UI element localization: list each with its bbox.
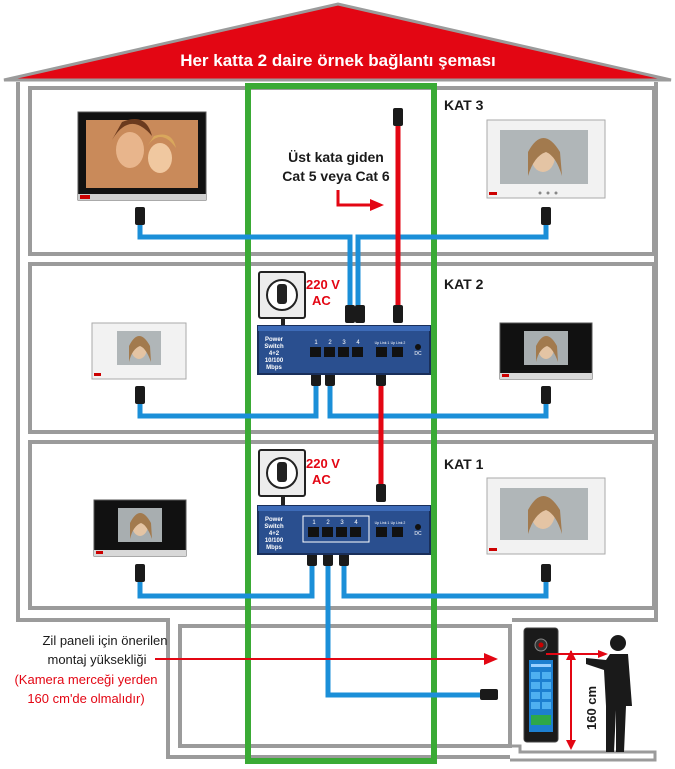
svg-text:3: 3 xyxy=(342,340,346,346)
cable-kat3-left xyxy=(137,220,353,310)
svg-text:10/100: 10/100 xyxy=(265,358,284,364)
door-panel-note-l1: Zil paneli için önerilen xyxy=(42,633,167,648)
svg-text:Mbps: Mbps xyxy=(266,545,282,551)
upper-cable-note-l2: Cat 5 veya Cat 6 xyxy=(282,168,390,184)
monitor-kat2-left xyxy=(91,322,187,380)
monitor-kat2-right xyxy=(499,322,593,380)
svg-text:Switch: Switch xyxy=(264,524,284,530)
monitor-kat1-left xyxy=(93,499,187,557)
rj45-connector xyxy=(135,386,145,404)
svg-text:Up Link 2: Up Link 2 xyxy=(391,341,406,345)
door-entry-panel xyxy=(523,627,559,743)
floor-label-kat1: KAT 1 xyxy=(444,456,484,472)
rj45-connector xyxy=(541,386,551,404)
cable-kat1-right xyxy=(341,556,549,599)
ground-floor xyxy=(178,624,512,748)
power-label-kat2-l1: 220 V xyxy=(306,277,340,292)
rj45-connector xyxy=(355,305,365,323)
power-socket-kat2 xyxy=(258,271,306,319)
door-panel-note-l4: 160 cm'de olmalıdır) xyxy=(27,691,144,706)
svg-text:DC: DC xyxy=(414,351,422,357)
monitor-kat3-right xyxy=(486,119,606,199)
entrance-steps xyxy=(510,744,657,762)
svg-text:Switch: Switch xyxy=(264,344,284,350)
person-silhouette-icon xyxy=(586,635,632,752)
rj45-connector xyxy=(345,305,355,323)
upper-cable-note-l1: Üst kata giden xyxy=(288,149,384,165)
building-outline-right xyxy=(512,82,658,622)
cable-kat2-right xyxy=(327,376,549,419)
svg-text:10/100: 10/100 xyxy=(265,538,284,544)
rj45-connector xyxy=(135,207,145,225)
cable-kat2-left xyxy=(137,376,319,419)
power-socket-kat1 xyxy=(258,449,306,497)
rj45-connector xyxy=(541,564,551,582)
rj45-connector xyxy=(480,689,498,700)
floor-label-kat3: KAT 3 xyxy=(444,97,484,113)
height-label: 160 cm xyxy=(584,686,599,730)
cable-door-panel xyxy=(325,556,482,698)
svg-text:Up Link 1: Up Link 1 xyxy=(375,521,390,525)
power-label-kat1-l1: 220 V xyxy=(306,456,340,471)
rj45-connector xyxy=(376,484,386,502)
network-switch-kat2: Power Switch 4+2 10/100 Mbps 1 2 3 4 Up … xyxy=(257,325,431,375)
svg-text:Mbps: Mbps xyxy=(266,365,282,371)
roof xyxy=(3,2,672,82)
svg-text:Up Link 1: Up Link 1 xyxy=(375,341,390,345)
floor-1 xyxy=(28,440,656,610)
svg-text:4: 4 xyxy=(354,520,358,526)
monitor-kat1-right xyxy=(486,477,606,555)
rj45-connector xyxy=(541,207,551,225)
cable-kat1-left xyxy=(137,556,315,599)
rj45-connector xyxy=(135,564,145,582)
network-switch-kat1: Power Switch 4+2 10/100 Mbps 1 2 3 4 Up … xyxy=(257,505,431,555)
door-panel-note-l3: (Kamera merceği yerden xyxy=(14,672,157,687)
pointer-arrow-icon xyxy=(155,653,498,665)
svg-text:Power: Power xyxy=(265,337,284,343)
svg-text:2: 2 xyxy=(328,340,332,346)
monitor-kat3-left xyxy=(77,111,207,201)
svg-text:1: 1 xyxy=(314,340,318,346)
cable-kat3-right xyxy=(355,220,549,310)
rj45-connector xyxy=(393,305,403,323)
door-panel-note-l2: montaj yüksekliği xyxy=(48,652,147,667)
height-measure xyxy=(546,650,608,750)
floor-2 xyxy=(28,262,656,434)
svg-text:DC: DC xyxy=(414,531,422,537)
diagram-title: Her katta 2 daire örnek bağlantı şeması xyxy=(180,51,496,70)
svg-text:1: 1 xyxy=(312,520,316,526)
svg-text:4+2: 4+2 xyxy=(269,351,280,357)
svg-text:4: 4 xyxy=(356,340,360,346)
power-label-kat1-l2: AC xyxy=(312,472,331,487)
power-label-kat2-l2: AC xyxy=(312,293,331,308)
svg-text:2: 2 xyxy=(326,520,330,526)
svg-text:Up Link 2: Up Link 2 xyxy=(391,521,406,525)
svg-text:Power: Power xyxy=(265,517,284,523)
building-outline-left xyxy=(16,82,510,759)
svg-text:3: 3 xyxy=(340,520,344,526)
svg-text:4+2: 4+2 xyxy=(269,531,280,537)
cable-riser-shaft xyxy=(245,83,437,764)
arrow-icon xyxy=(336,190,384,211)
floor-label-kat2: KAT 2 xyxy=(444,276,484,292)
rj45-connector xyxy=(393,108,403,126)
